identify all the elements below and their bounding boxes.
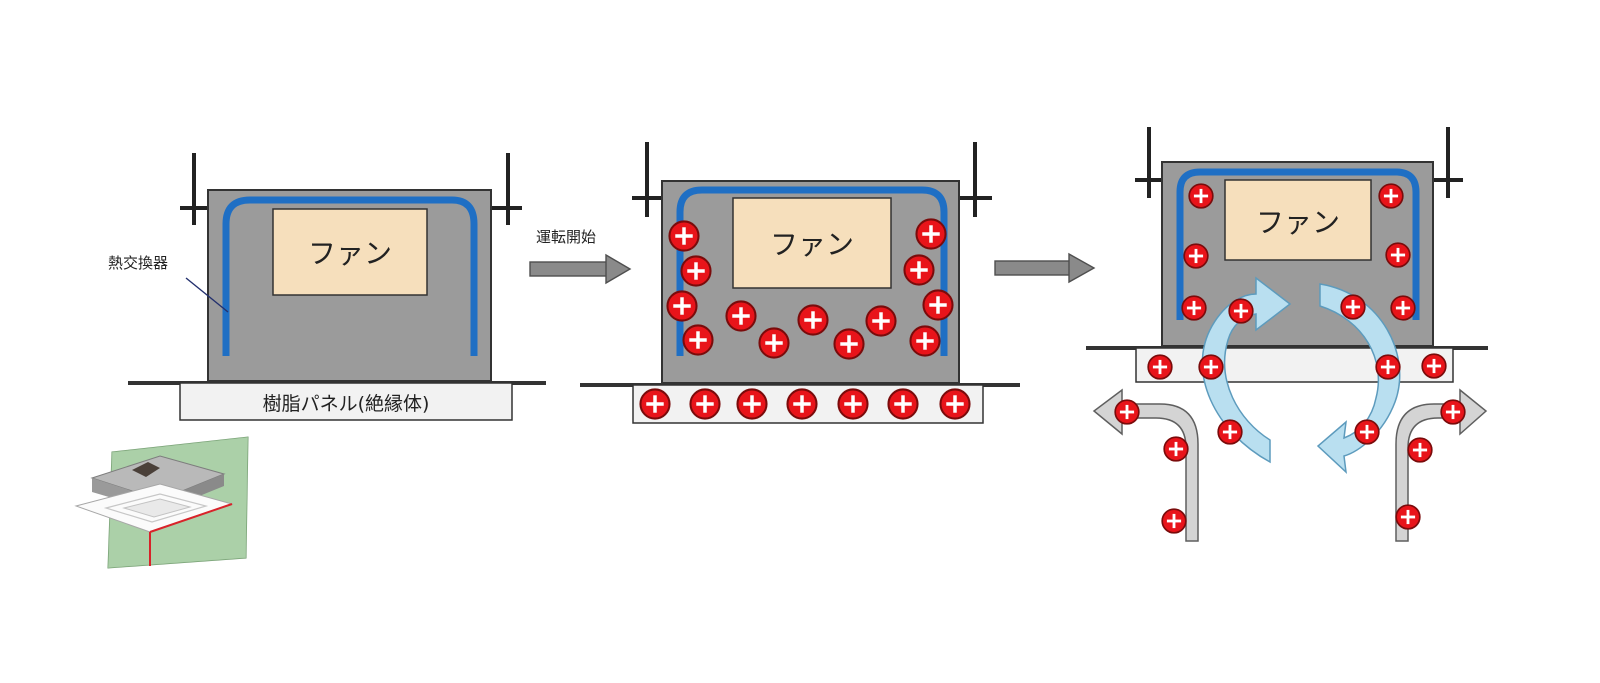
positive-charge (1390, 295, 1416, 321)
positive-charge (680, 255, 712, 287)
fan-label: ファン (770, 228, 854, 261)
positive-charge (1181, 295, 1207, 321)
positive-charge (1421, 353, 1447, 379)
positive-charge (639, 388, 671, 420)
hanger-bolt-left (632, 142, 664, 217)
fan-label: ファン (1256, 206, 1340, 239)
positive-charge (1147, 354, 1173, 380)
positive-charge (837, 388, 869, 420)
process-arrow-1: 運転開始 (529, 228, 632, 285)
exhaust-arrow-right (1395, 388, 1488, 542)
positive-charge (922, 289, 954, 321)
positive-charge (1217, 419, 1243, 445)
positive-charge (758, 327, 790, 359)
positive-charge (1161, 508, 1187, 534)
hanger-bolt-left (1135, 127, 1165, 198)
heat-exchanger-leader-line (185, 277, 229, 313)
resin-panel-label: 樹脂パネル(絶縁体) (263, 393, 430, 415)
positive-charge (682, 324, 714, 356)
positive-charge (1395, 504, 1421, 530)
unit-idle: ファン 樹脂パネル(絶縁体) 熱交換器 (108, 153, 546, 421)
positive-charge (939, 388, 971, 420)
hanger-bolt-right (960, 142, 992, 217)
fan-box (1224, 179, 1372, 261)
positive-charge (1114, 399, 1140, 425)
circulation-arrow-left (1201, 276, 1292, 464)
fan-box (272, 208, 428, 296)
positive-charge (915, 218, 947, 250)
positive-charge (689, 388, 721, 420)
hanger-bolt-left (180, 153, 212, 225)
positive-charge (865, 305, 897, 337)
heat-exchanger-label: 熱交換器 (108, 254, 168, 272)
heat-exchanger (1176, 168, 1420, 320)
positive-charge (1407, 437, 1433, 463)
ceiling-cassette-photo (74, 436, 249, 569)
positive-charge (1163, 436, 1189, 462)
positive-charge (1440, 399, 1466, 425)
exhaust-arrow-left (1092, 388, 1199, 542)
positive-charge (666, 290, 698, 322)
positive-charge (1354, 419, 1380, 445)
process-arrow-2 (994, 252, 1096, 284)
positive-charge (786, 388, 818, 420)
positive-charge (1188, 183, 1214, 209)
positive-charge (1340, 294, 1366, 320)
heat-exchanger (222, 196, 478, 356)
unit-charged: ファン (580, 142, 1020, 424)
positive-charge (1375, 354, 1401, 380)
positive-charge (909, 325, 941, 357)
positive-charge (833, 328, 865, 360)
fan-label: ファン (308, 237, 392, 270)
positive-charge (668, 220, 700, 252)
positive-charge (1228, 298, 1254, 324)
heat-exchanger (676, 186, 948, 356)
hanger-bolt-right (492, 153, 522, 225)
start-operation-label: 運転開始 (536, 228, 596, 246)
positive-charge (1378, 183, 1404, 209)
fan-box (732, 197, 892, 289)
positive-charge (887, 388, 919, 420)
positive-charge (725, 300, 757, 332)
hanger-bolt-right (1433, 127, 1463, 198)
positive-charge (1385, 242, 1411, 268)
positive-charge (736, 388, 768, 420)
resin-panel (179, 382, 513, 421)
positive-charge (797, 304, 829, 336)
positive-charge (1183, 243, 1209, 269)
positive-charge (1198, 354, 1224, 380)
resin-panel (1135, 347, 1454, 383)
circulation-arrow-right (1316, 283, 1401, 474)
unit-airflow: ファン (1086, 127, 1488, 542)
positive-charge (903, 254, 935, 286)
